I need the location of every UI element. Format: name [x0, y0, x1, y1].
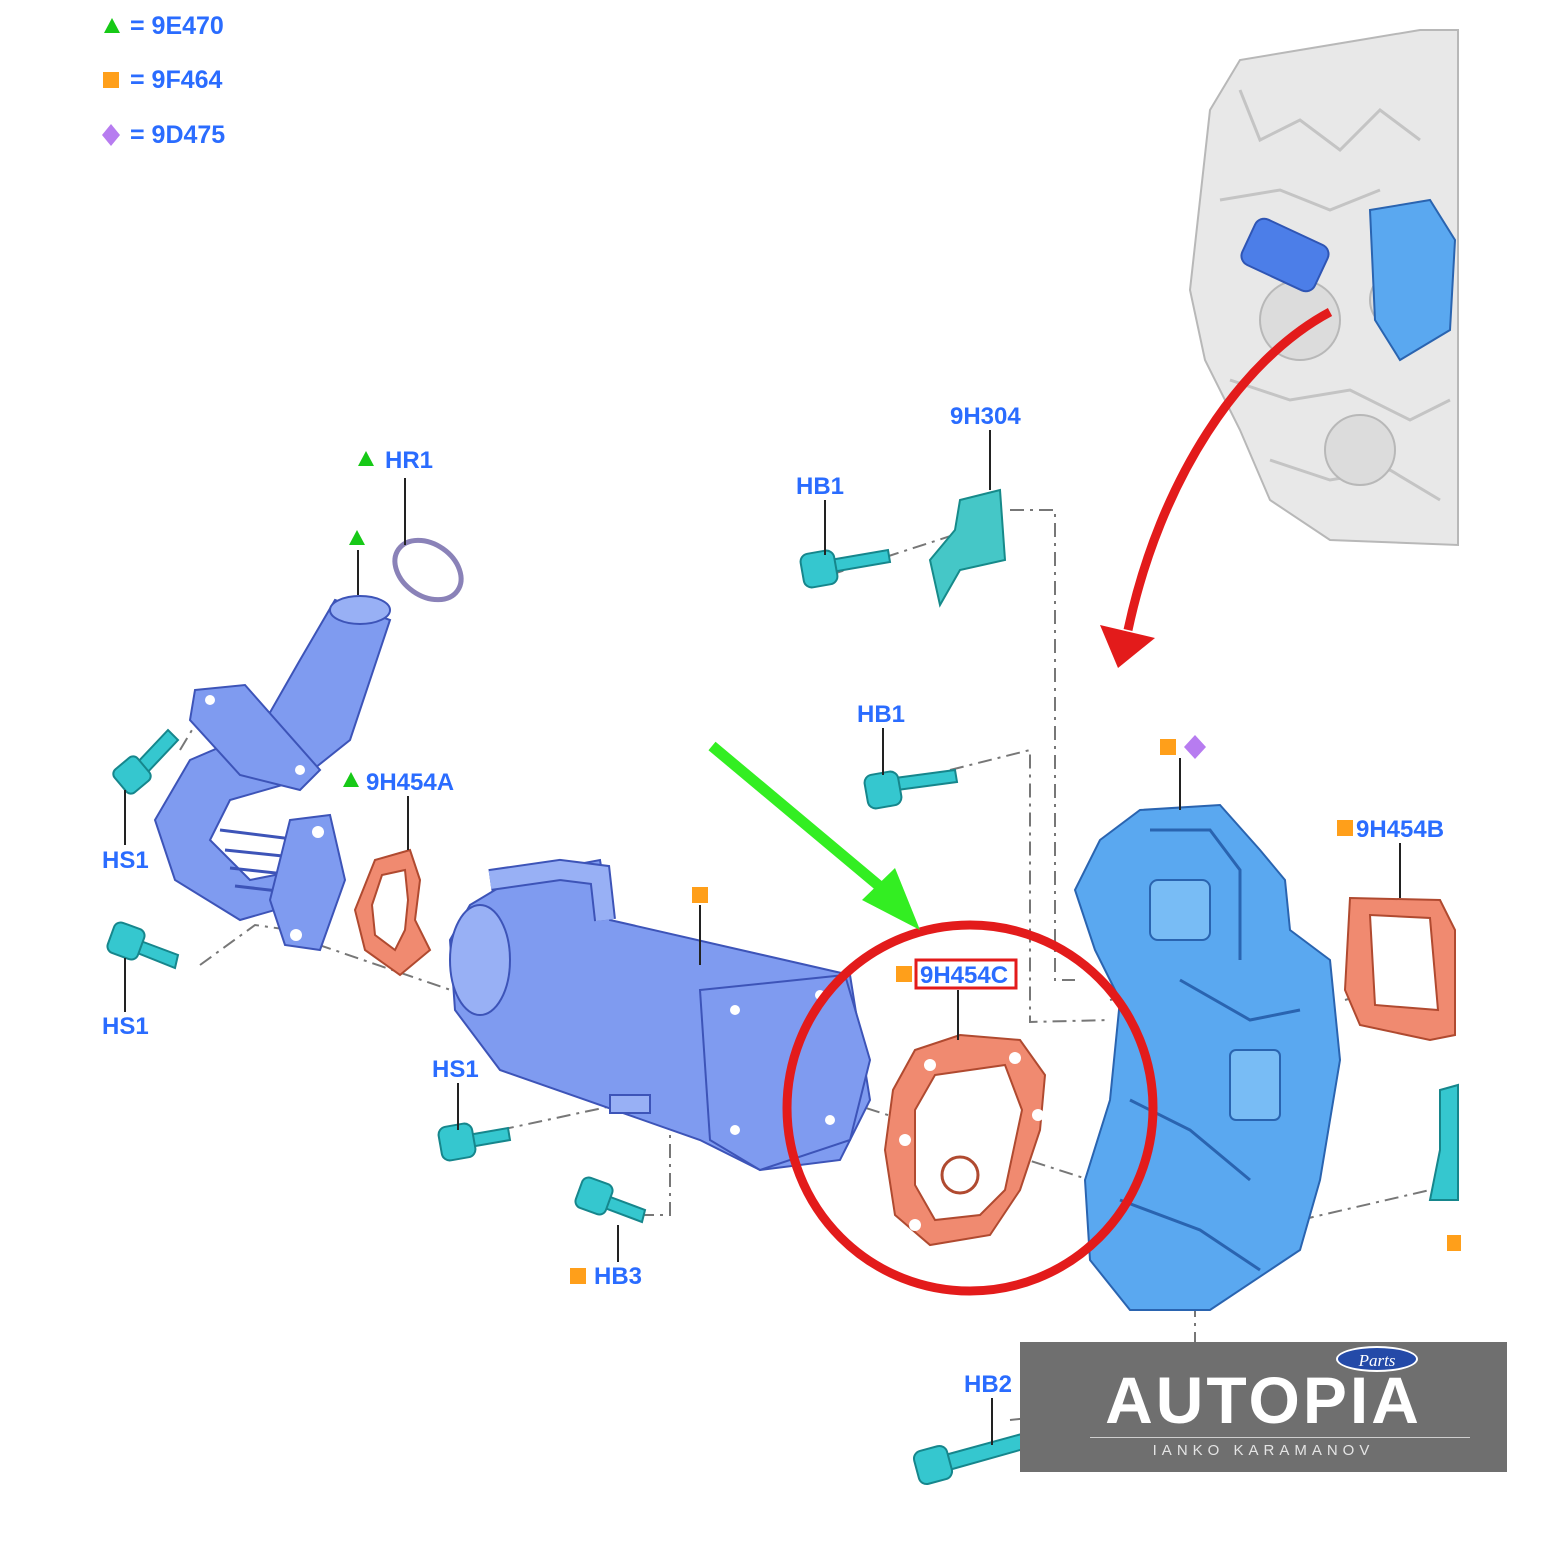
- logo-subtitle: IANKO KARAMANOV: [1152, 1442, 1375, 1459]
- legend: = 9E470 = 9F464 = 9D475: [102, 12, 225, 149]
- square-marker-9h454b: [1337, 820, 1353, 836]
- bolt-hs1-upper: [112, 728, 180, 795]
- label-hb1-lower[interactable]: HB1: [857, 701, 905, 728]
- bolt-hs1-lower: [106, 921, 180, 970]
- bracket-9h304: [928, 488, 1007, 608]
- engine-overview-image: [1188, 29, 1459, 547]
- legend-square-marker: [103, 72, 119, 88]
- partial-bolt-right: [1428, 1083, 1459, 1201]
- egr-valve: [1073, 803, 1342, 1311]
- label-hs1-upper[interactable]: HS1: [102, 847, 149, 874]
- logo-divider: [1090, 1437, 1470, 1438]
- triangle-marker-pipe: [349, 530, 365, 545]
- square-marker-9h454c: [896, 966, 912, 982]
- label-hs1-lower[interactable]: HS1: [102, 1013, 149, 1040]
- bolt-hb3: [574, 1176, 647, 1224]
- logo-title: AUTOPIA: [1105, 1363, 1422, 1437]
- label-hs1-mid[interactable]: HS1: [432, 1056, 479, 1083]
- markers: [343, 451, 1353, 1284]
- legend-diamond-marker: [102, 124, 120, 146]
- gasket-9h454a: [353, 848, 432, 977]
- bolt-hb1-upper: [799, 548, 892, 589]
- diamond-marker-valve: [1184, 735, 1206, 759]
- partial-marker-right: [1447, 1235, 1461, 1251]
- label-9h454c[interactable]: 9H454C: [920, 962, 1008, 989]
- engine-egr-valve-highlight: [1368, 198, 1457, 362]
- label-9h454b[interactable]: 9H454B: [1356, 816, 1444, 843]
- square-marker-valve: [1160, 739, 1176, 755]
- autopia-logo: Parts AUTOPIA IANKO KARAMANOV: [1020, 1342, 1507, 1472]
- square-marker-hb3: [570, 1268, 586, 1284]
- legend-9d475: = 9D475: [130, 121, 225, 149]
- green-arrow: [708, 741, 920, 930]
- label-9h304[interactable]: 9H304: [950, 403, 1021, 430]
- o-ring-hr1: [392, 537, 464, 603]
- label-hb2[interactable]: HB2: [964, 1371, 1012, 1398]
- label-9h454a[interactable]: 9H454A: [366, 769, 454, 796]
- egr-cooler: [448, 858, 872, 1172]
- label-9h454c-highlight-box: [914, 958, 1018, 990]
- bolt-hb1-lower: [863, 768, 959, 810]
- triangle-marker-9h454a: [343, 772, 359, 787]
- egr-pipe: [153, 595, 392, 952]
- gasket-9h454c: [883, 1033, 1047, 1247]
- legend-triangle-marker: [104, 18, 120, 33]
- highlight-circle: [782, 920, 1158, 1296]
- legend-9e470: = 9E470: [130, 12, 224, 40]
- square-marker-cooler: [692, 887, 708, 903]
- triangle-marker-hr1: [358, 451, 374, 466]
- bolt-hs1-mid: [437, 1122, 512, 1162]
- legend-9f464: = 9F464: [130, 66, 223, 94]
- red-arrow: [1100, 308, 1333, 668]
- gasket-9h454b: [1343, 896, 1456, 1042]
- parts-badge: Parts: [1336, 1346, 1418, 1372]
- label-hb1-upper[interactable]: HB1: [796, 473, 844, 500]
- leader-lines: [124, 430, 1401, 1445]
- label-hb3[interactable]: HB3: [594, 1263, 642, 1290]
- label-hr1[interactable]: HR1: [385, 447, 433, 474]
- engine-egr-cooler-highlight: [1240, 217, 1330, 293]
- part-labels: HR1 HS1 HS1 9H454A 9H304 HB1 HB1 HS1 HB3…: [102, 403, 1444, 1398]
